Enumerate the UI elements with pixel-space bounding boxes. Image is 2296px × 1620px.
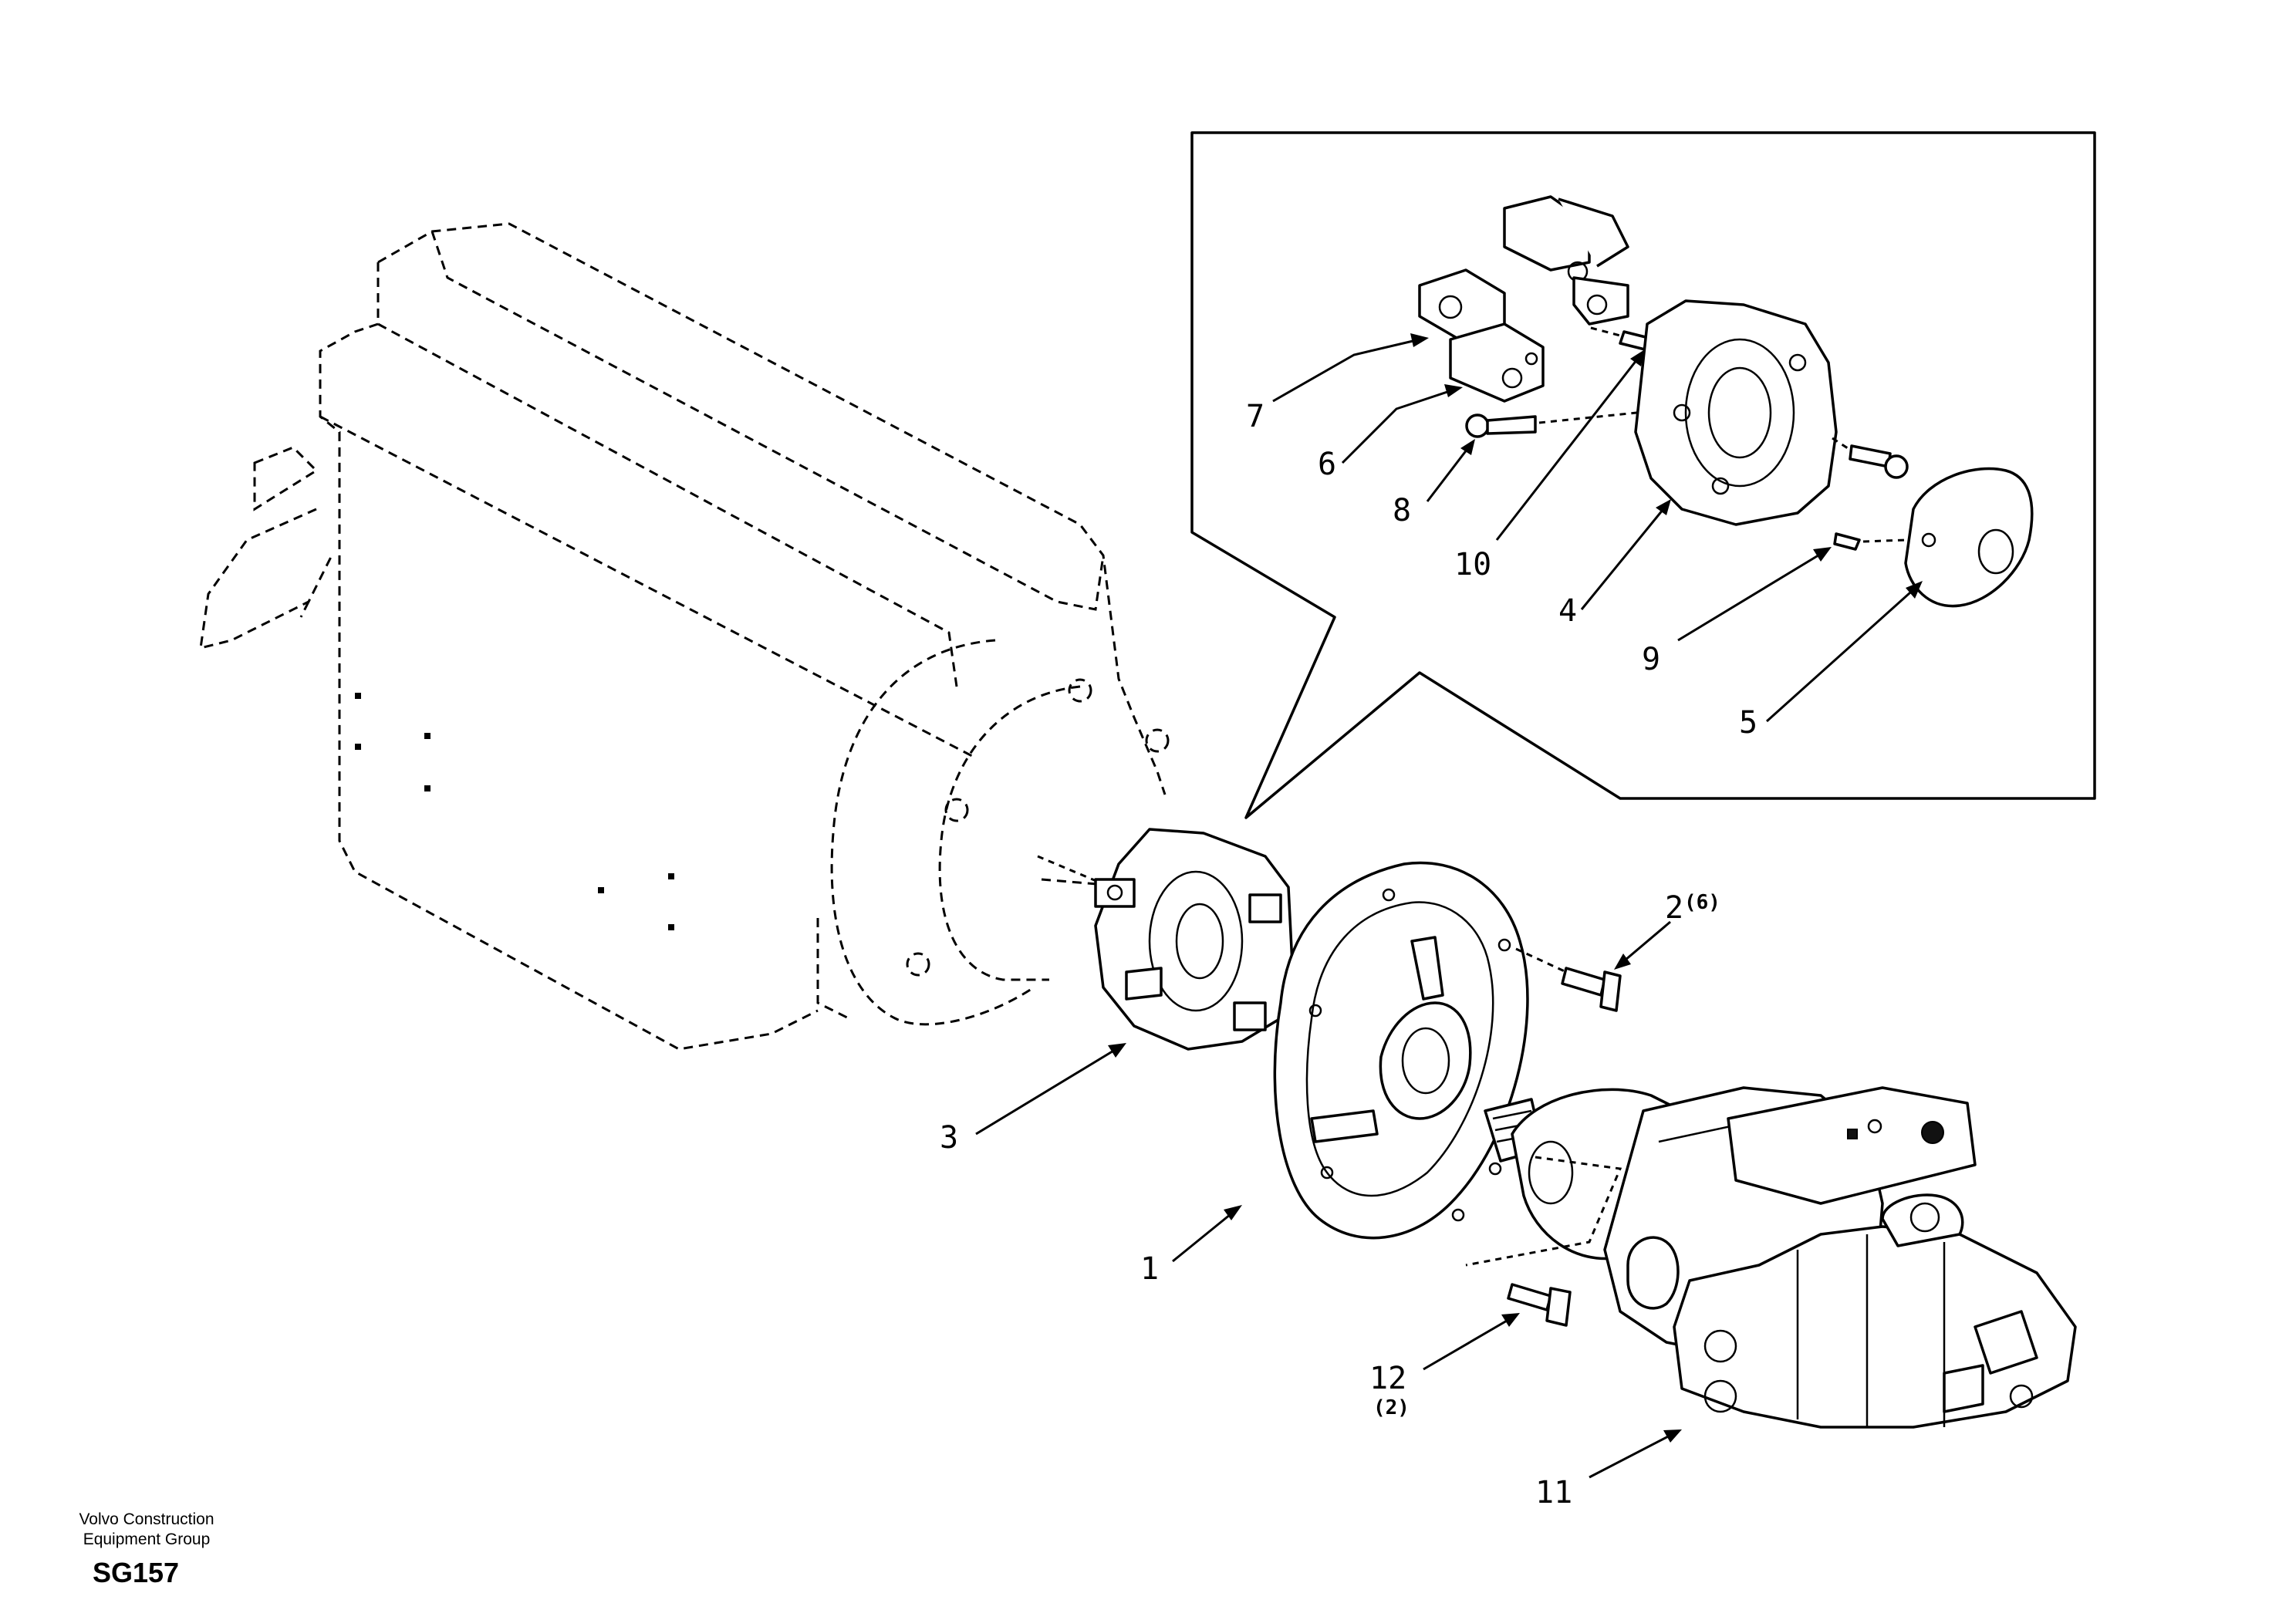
callout-7: 7 [1246,399,1264,434]
flange-plate [1273,861,1529,1240]
bolt-pump-mount [1507,1283,1572,1327]
callout-5: 5 [1739,705,1757,741]
company-name-line1: Volvo Construction [79,1510,214,1528]
engine-outline [199,222,1170,1051]
callout-12-qty: (2) [1373,1396,1410,1419]
callout-8: 8 [1393,493,1411,528]
company-name-line2: Equipment Group [83,1531,211,1548]
coupling-element [1037,828,1294,1051]
callout-1: 1 [1140,1251,1159,1287]
detail-inset-frame [1190,131,2096,819]
callout-9: 9 [1642,642,1660,677]
leader-lines [975,333,1923,1479]
callout-10: 10 [1454,547,1491,582]
callout-6: 6 [1318,447,1336,482]
callout-2: 2 [1665,890,1683,926]
callout-4: 4 [1558,593,1577,629]
callout-12: 12 [1369,1361,1406,1396]
callout-labels: 1 2 (6) 3 4 5 6 7 8 9 10 11 12 (2) [940,399,1757,1510]
callout-2-qty: (6) [1684,891,1720,914]
drawing-code: SG157 [93,1557,180,1588]
callout-11: 11 [1535,1475,1572,1510]
bolt-flange [1515,947,1622,1012]
hydraulic-pump [1465,1086,2077,1429]
callout-3: 3 [940,1120,958,1156]
inset-coupling-blocks [1418,195,2034,608]
